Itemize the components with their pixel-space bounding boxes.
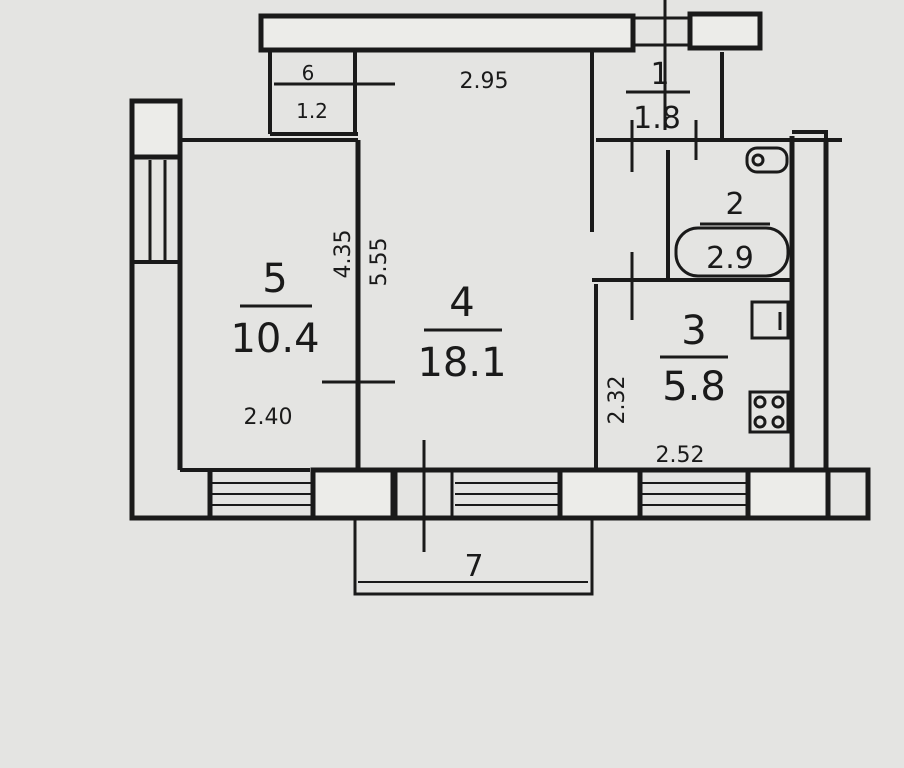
dim-room-3-width: 2.52 bbox=[656, 443, 705, 468]
room-2-area: 2.9 bbox=[706, 241, 754, 276]
room-7-number: 7 bbox=[464, 549, 483, 584]
room-3-area: 5.8 bbox=[662, 364, 726, 410]
room-1-number: 1 bbox=[650, 57, 669, 92]
room-6-area: 1.2 bbox=[296, 99, 328, 123]
loggia-corner bbox=[129, 98, 183, 160]
wall-pier bbox=[745, 467, 831, 521]
dim-top-width: 2.95 bbox=[460, 69, 509, 94]
room-1-area: 1.8 bbox=[633, 101, 681, 136]
kitchen-sink-icon bbox=[750, 300, 790, 340]
wall-pier bbox=[310, 467, 396, 521]
sink-icon bbox=[745, 146, 789, 174]
loggia-outline bbox=[129, 157, 210, 521]
top-wall bbox=[258, 13, 636, 53]
dim-room-5-width: 2.40 bbox=[244, 405, 293, 430]
room-4-area: 18.1 bbox=[417, 340, 506, 386]
room-5-area: 10.4 bbox=[230, 316, 319, 362]
room-2-number: 2 bbox=[725, 187, 744, 222]
room-3-number: 3 bbox=[681, 308, 706, 354]
balcony-outline bbox=[353, 518, 594, 596]
room-5-number: 5 bbox=[262, 256, 287, 302]
stove-icon bbox=[748, 390, 790, 434]
dim-room-5-length: 4.35 bbox=[331, 230, 356, 279]
dim-room-4-length: 5.55 bbox=[367, 238, 392, 287]
room-6-number: 6 bbox=[302, 61, 315, 85]
top-wall-segment bbox=[687, 11, 763, 51]
room-4-number: 4 bbox=[449, 280, 474, 326]
bathtub-icon bbox=[674, 226, 790, 278]
dim-room-3-length: 2.32 bbox=[605, 376, 630, 425]
wall-pier bbox=[557, 467, 643, 521]
